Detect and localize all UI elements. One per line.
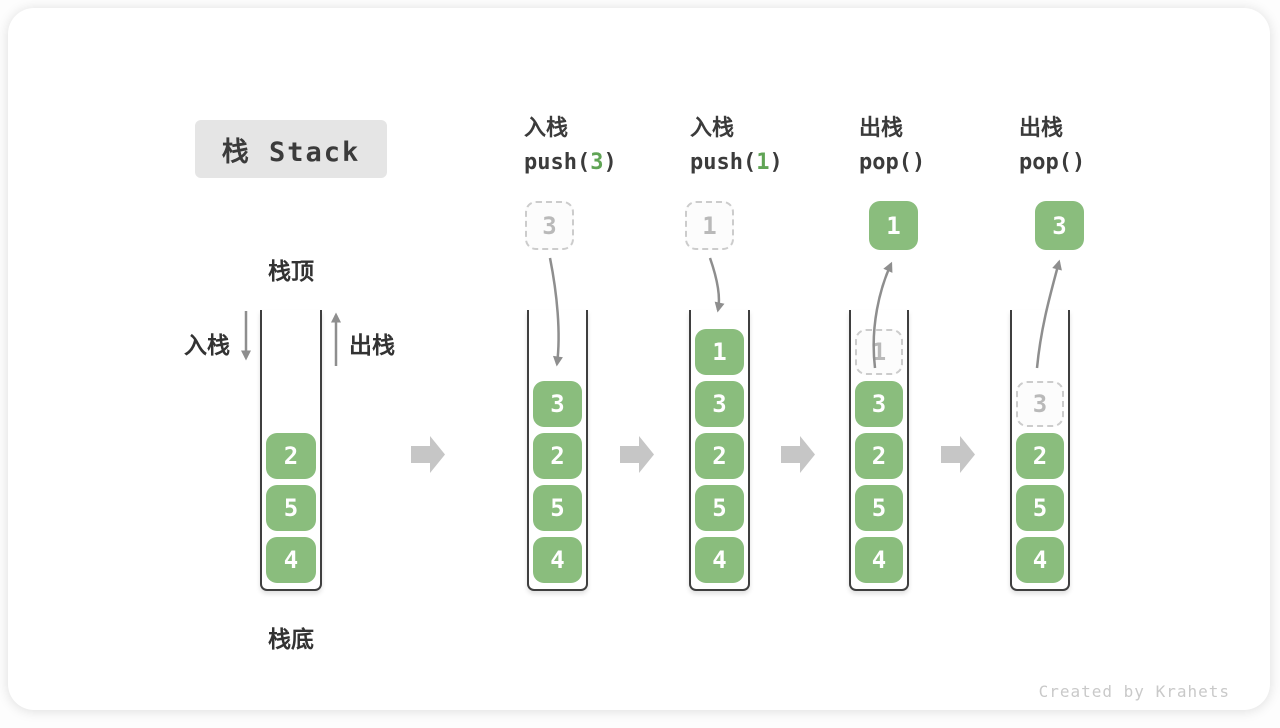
stack-cell: 2 [266,433,316,479]
stack-cell: 4 [533,537,582,583]
stack-after-push-1: 1 3 2 5 4 [689,310,750,591]
incoming-element: 3 [525,201,574,250]
stack-after-pop-1: 1 3 2 5 4 [849,310,909,591]
operation-name: 入栈 [524,116,569,141]
popped-element: 1 [869,201,918,250]
incoming-element: 1 [685,201,734,250]
stack-cell: 5 [266,485,316,531]
stack-cell-popped: 3 [1016,381,1064,427]
stack-bottom-label: 栈底 [268,627,314,653]
stack-after-pop-3: 3 2 5 4 [1010,310,1070,591]
popped-element: 3 [1035,201,1084,250]
next-stage-arrow [411,436,445,473]
stack-top-label: 栈顶 [268,259,314,285]
operation-name: 入栈 [690,116,735,141]
operation-header-4: 出栈 pop() [1019,112,1085,180]
stack-cell: 5 [533,485,582,531]
stack-initial: 2 5 4 [260,310,322,591]
stack-cell-popped: 1 [855,329,903,375]
next-stage-arrow [781,436,815,473]
operation-name: 出栈 [859,116,904,141]
stack-cell: 5 [695,485,744,531]
stack-cell: 3 [695,381,744,427]
arrows-overlay [241,257,1062,473]
stack-cell: 5 [1016,485,1064,531]
operation-header-3: 出栈 pop() [859,112,925,180]
stack-cell: 3 [855,381,903,427]
pop-legend-label: 出栈 [349,333,395,359]
stack-cell: 4 [266,537,316,583]
stack-cell: 4 [855,537,903,583]
watermark: Created by Krahets [1038,682,1230,701]
operation-header-1: 入栈 push(3) [524,112,617,180]
next-stage-arrow [620,436,654,473]
operation-code: pop() [859,150,926,175]
operation-header-2: 入栈 push(1) [690,112,783,180]
stack-cell: 3 [533,381,582,427]
stack-cell: 2 [1016,433,1064,479]
stack-cell: 1 [695,329,744,375]
operation-code: pop() [1019,150,1086,175]
push-legend-label: 入栈 [184,333,230,359]
operation-name: 出栈 [1019,116,1064,141]
next-stage-arrow [941,436,975,473]
stack-after-push-3: 3 2 5 4 [527,310,588,591]
push-1-arrow [708,257,725,313]
operation-code: push(1) [690,150,783,175]
stack-cell: 5 [855,485,903,531]
diagram-title-text: 栈 Stack [221,136,361,168]
stack-cell: 2 [855,433,903,479]
diagram-title: 栈 Stack [195,120,387,178]
stack-cell: 2 [533,433,582,479]
stack-cell: 4 [695,537,744,583]
operation-code: push(3) [524,150,617,175]
stack-cell: 4 [1016,537,1064,583]
stack-cell: 2 [695,433,744,479]
diagram-card: 栈 Stack 栈顶 栈底 入栈 出栈 入栈 push(3) 入栈 push(1) 出栈… [8,8,1270,710]
